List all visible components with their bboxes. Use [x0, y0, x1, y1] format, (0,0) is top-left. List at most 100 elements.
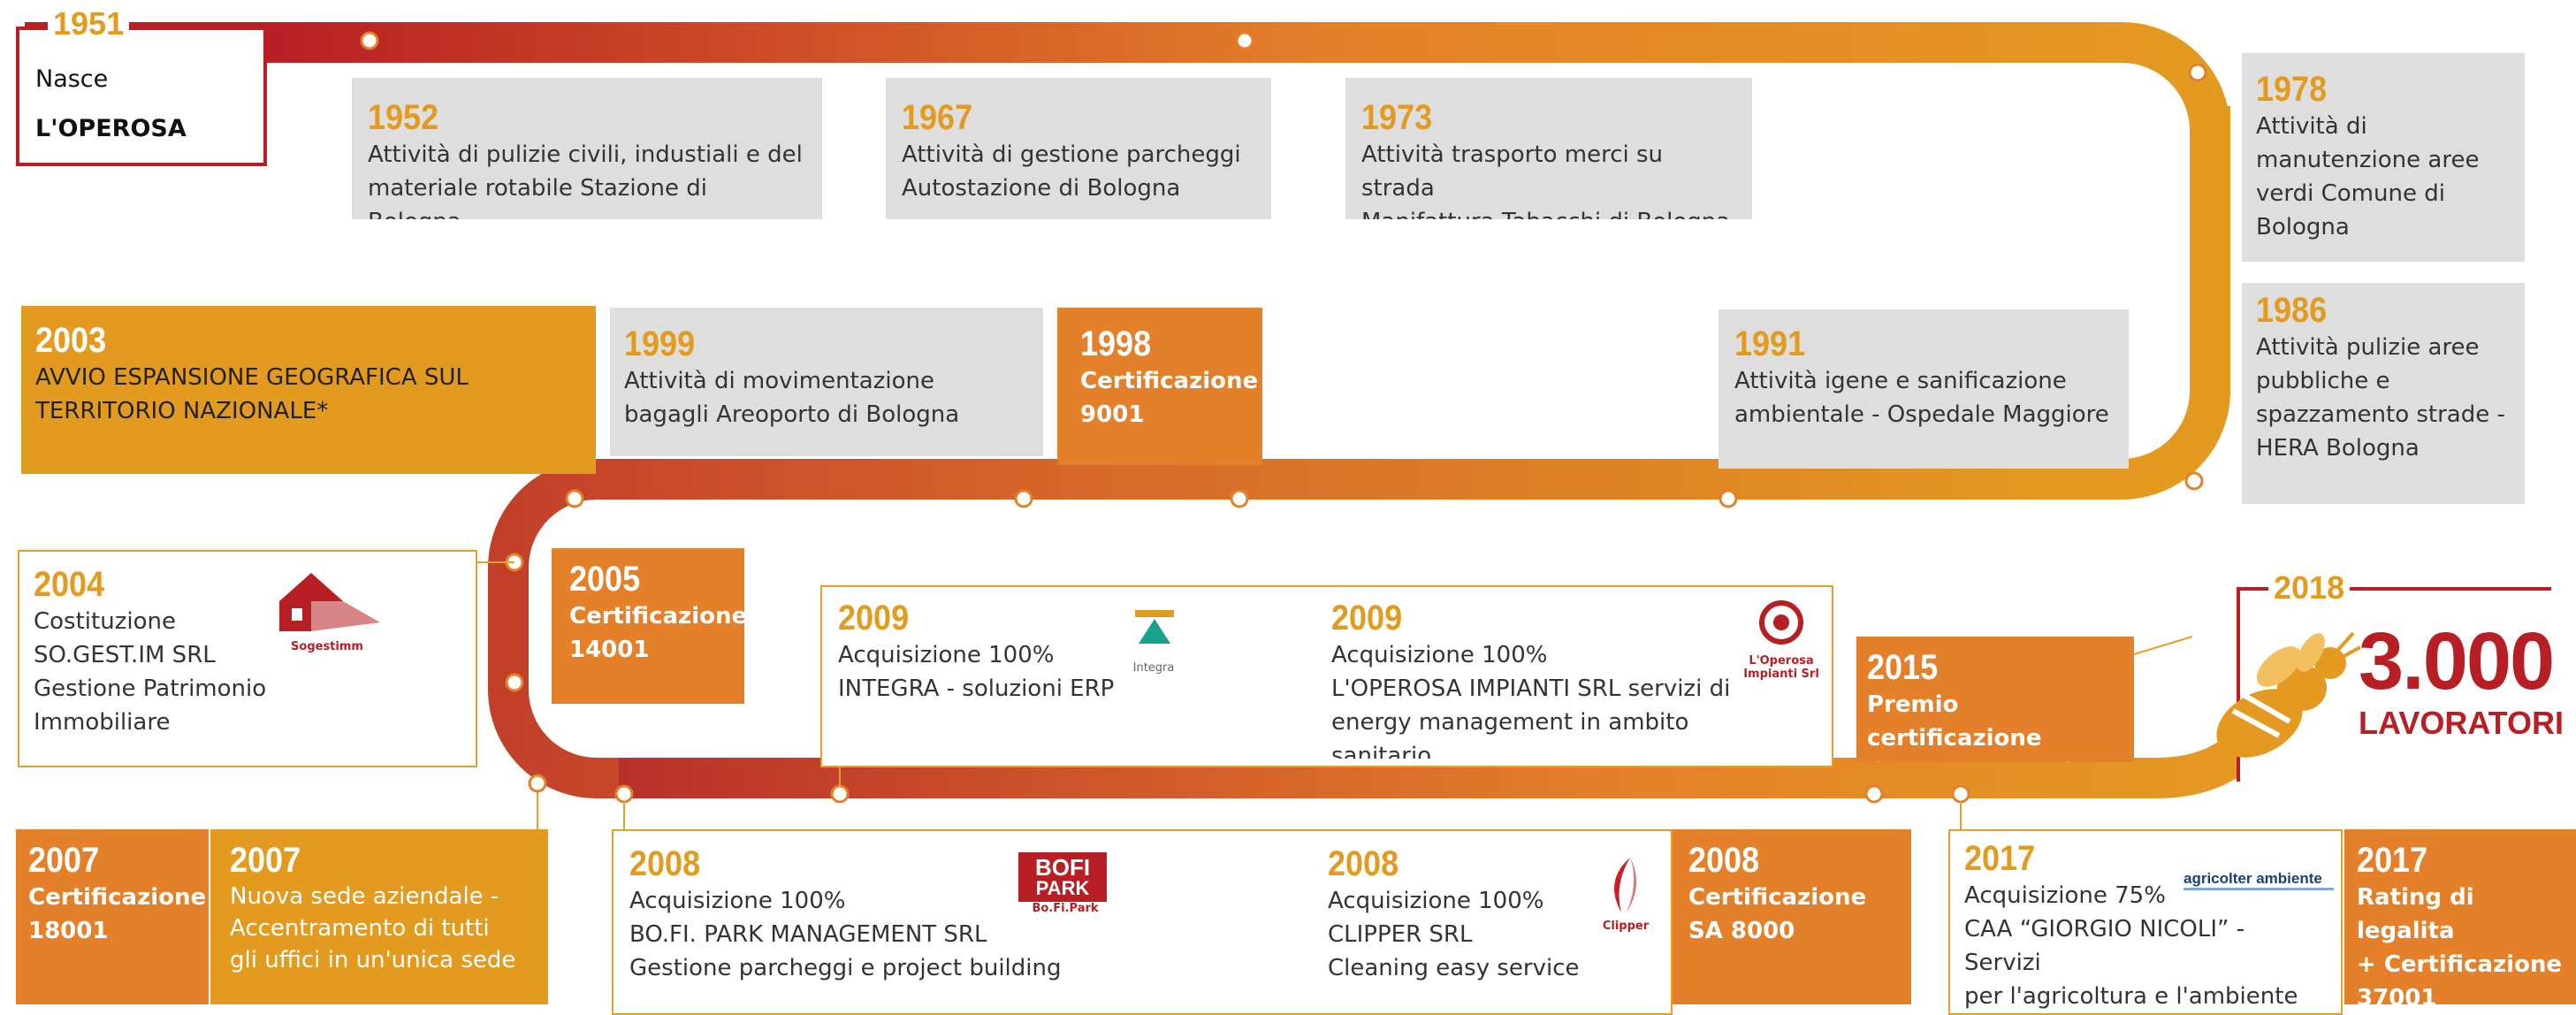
event-year: 2009: [838, 599, 910, 637]
event-2009-integra: 2009 Acquisizione 100% INTEGRA - soluzio…: [822, 591, 1193, 750]
timeline-dot: [2184, 471, 2204, 491]
event-text: Certificazione SA 8000: [1688, 884, 1867, 944]
event-year: 1986: [2256, 291, 2328, 330]
event-text: Nuova sede aziendale - Accentramento di …: [230, 883, 516, 973]
event-2003: 2003 AVVIO ESPANSIONE GEOGRAFICA SUL TER…: [21, 306, 596, 474]
track-row-2: [488, 459, 2060, 798]
event-text: Certificazione 14001: [569, 603, 744, 663]
event-year: 2005: [569, 560, 641, 599]
event-year: 2017: [2357, 841, 2428, 880]
event-year: 2004: [34, 565, 105, 604]
event-text: Attività di pulizie civili, industiali e…: [368, 141, 803, 219]
event-1973: 1973 Attività trasporto merci su strada …: [1345, 78, 1752, 219]
event-text: Acquisizione 100% INTEGRA - soluzioni ER…: [838, 642, 1115, 702]
event-year: 2009: [1331, 599, 1403, 637]
event-2008-clipper: 2008 Acquisizione 100% CLIPPER SRL Clean…: [1312, 836, 1683, 1003]
event-2017-caa: 2017 Acquisizione 75% CAA “GIORGIO NICOL…: [1948, 829, 2343, 1015]
timeline-dot: [2188, 63, 2207, 82]
event-text: Acquisizione 100% CLIPPER SRL Cleaning e…: [1328, 888, 1580, 981]
event-year: 2003: [35, 321, 107, 360]
event-text: AVVIO ESPANSIONE GEOGRAFICA SUL TERRITOR…: [35, 364, 469, 424]
bofi-mid: PARK: [1035, 877, 1090, 899]
event-1952: 1952 Attività di pulizie civili, industi…: [352, 78, 822, 219]
agricolter-logo: agricolter ambiente: [2184, 870, 2334, 905]
event-year: 1967: [902, 98, 973, 137]
timeline-dot: [1951, 784, 1970, 804]
event-year: 2007: [230, 841, 301, 880]
operosa-impianti-icon: [1759, 600, 1803, 645]
event-1999: 1999 Attività di movimentazione bagagli …: [610, 308, 1043, 456]
clipper-logo: Clipper: [1595, 854, 1657, 942]
event-2008-bofi: 2008 Acquisizione 100% BO.FI. PARK MANAG…: [614, 836, 1109, 1003]
track-right-curve: [2033, 106, 2230, 500]
event-2008-sa8000: 2008 Certificazione SA 8000: [1673, 829, 1911, 1004]
event-year: 1999: [624, 324, 696, 363]
event-1998: 1998 Certificazione 9001: [1057, 308, 1262, 465]
event-text: Certificazione 9001: [1080, 368, 1259, 428]
event-text: Costituzione SO.GEST.IM SRL Gestione Pat…: [34, 608, 267, 736]
bofi-park-label: Bo.Fi.Park: [1032, 902, 1099, 915]
event-text: Certificazione 18001: [28, 884, 207, 944]
connector-line: [2133, 636, 2193, 655]
integra-logo: Integra: [1123, 605, 1185, 675]
event-text: Attività igene e sanificazione ambiental…: [1734, 368, 2109, 428]
sogestimm-label: Sogestimm: [291, 640, 363, 653]
bofi-park-logo: BOFI PARK Bo.Fi.Park: [1008, 852, 1123, 941]
timeline-connectors: [477, 561, 2193, 829]
event-text: Attività di manutenzione aree verdi Comu…: [2256, 113, 2480, 240]
agricolter-mark: agricolter ambiente: [2184, 870, 2334, 890]
timeline-dot: [505, 673, 524, 692]
timeline-dot: [1719, 489, 1738, 508]
end-label: LAVORATORI: [2359, 705, 2564, 741]
event-2007-sede: 2007 Nuova sede aziendale - Accentrament…: [210, 829, 548, 1004]
timeline-dot: [360, 31, 379, 50]
event-text: Acquisizione 100% L'OPEROSA IMPIANTI SRL…: [1331, 642, 1731, 759]
bee-icon: [2216, 631, 2361, 758]
operosa-impianti-logo: L'Operosa Impianti Srl: [1741, 598, 1821, 686]
bofi-top: BOFI: [1034, 854, 1091, 881]
event-text: Attività pulizie aree pubbliche e spazza…: [2256, 334, 2505, 462]
event-text: Attività trasporto merci su strada Manif…: [1361, 141, 1730, 219]
start-year: 1951: [48, 7, 130, 41]
integra-label: Integra: [1132, 661, 1175, 675]
bofi-park-mark: BOFI PARK: [1018, 852, 1107, 902]
event-year: 1991: [1734, 324, 1806, 363]
event-year: 2008: [629, 844, 701, 883]
timeline-dot: [614, 784, 634, 804]
timeline-dot: [1235, 31, 1254, 50]
event-1967: 1967 Attività di gestione parcheggi Auto…: [886, 78, 1271, 219]
event-text: Premio certificazione CERMET ANMDO: [1867, 691, 2078, 762]
sogestimm-logo: Sogestimm: [265, 566, 389, 663]
end-count: 3.000: [2359, 616, 2555, 706]
event-2015: 2015 Premio certificazione CERMET ANMDO: [1856, 637, 2134, 762]
sogestimm-house-icon: [279, 573, 380, 631]
clipper-label: Clipper: [1602, 920, 1650, 933]
event-text: Acquisizione 75% CAA “GIORGIO NICOLI” - …: [1964, 882, 2298, 1010]
integra-icon: [1135, 610, 1174, 644]
event-text: Attività di gestione parcheggi Autostazi…: [902, 141, 1241, 202]
event-year: 2015: [1867, 648, 1939, 687]
start-text: Nasce: [35, 65, 109, 93]
event-text: Rating di legalita + Certificazione 3700…: [2357, 884, 2562, 1004]
timeline-dot: [1014, 489, 1033, 508]
event-1978: 1978 Attività di manutenzione aree verdi…: [2242, 53, 2525, 262]
event-year: 2008: [1688, 841, 1760, 880]
event-2009-group: [820, 585, 1833, 767]
timeline-dots: [360, 31, 2207, 804]
event-2004: 2004 Costituzione SO.GEST.IM SRL Gestion…: [18, 550, 477, 767]
event-year: 1973: [1361, 98, 1433, 137]
start-box: Nasce L'OPEROSA con 18 operai: [16, 27, 267, 166]
timeline-dot: [1864, 784, 1884, 804]
event-year: 2017: [1964, 839, 2036, 878]
event-text: Acquisizione 100% BO.FI. PARK MANAGEMENT…: [629, 888, 1062, 981]
event-2017-rating: 2017 Rating di legalita + Certificazione…: [2344, 829, 2576, 1004]
clipper-sail-icon: [1614, 858, 1637, 912]
event-2007-cert: 2007 Certificazione 18001: [16, 829, 209, 1004]
end-year: 2018: [2268, 571, 2351, 605]
operosa-impianti-label: L'Operosa Impianti Srl: [1743, 654, 1819, 681]
event-year: 1998: [1080, 324, 1152, 363]
timeline-dot: [565, 489, 584, 508]
event-2005: 2005 Certificazione 14001: [552, 548, 744, 704]
event-text: Attività di movimentazione bagagli Areop…: [624, 368, 960, 428]
event-year: 2007: [28, 841, 100, 880]
